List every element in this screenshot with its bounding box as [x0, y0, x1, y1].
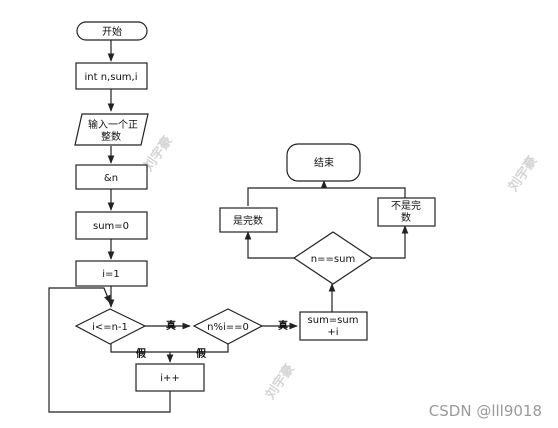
node-cond-perfect-label: n==sum [311, 254, 355, 265]
node-yes-perfect-label: 是完数 [233, 214, 263, 227]
credit-watermark: CSDN @lll9018 [429, 402, 542, 420]
node-cond-loop-label: i<=n-1 [92, 322, 128, 333]
watermark: 刘宇豪 [262, 361, 297, 402]
node-start [76, 21, 148, 41]
edge-loop-back [48, 287, 171, 413]
node-accumulate [299, 311, 368, 341]
node-init-sum [75, 211, 148, 240]
node-end-label: 结束 [314, 156, 334, 169]
node-cond-loop [74, 308, 147, 345]
node-cond-mod [192, 308, 264, 345]
edge-label-true: 真 [166, 319, 176, 332]
node-increment [135, 363, 205, 392]
node-end [286, 143, 361, 182]
node-read-label: &n [104, 173, 118, 184]
node-not-perfect-label: 数 [401, 211, 411, 224]
edge-false-merge [110, 344, 229, 353]
node-start-label: 开始 [102, 25, 122, 38]
edge-label-true: 真 [278, 319, 288, 332]
node-input-label: 输入一个正 [88, 118, 138, 131]
edge-check-no [372, 225, 409, 259]
node-accumulate-label: +i [327, 327, 338, 338]
node-cond-mod-label: n%i==0 [207, 322, 249, 333]
node-init-i [75, 260, 148, 287]
edge-check-yes [244, 231, 294, 259]
node-declare [75, 62, 148, 90]
node-declare-label: int n,sum,i [85, 72, 138, 83]
node-yes-perfect [219, 207, 278, 233]
node-not-perfect [377, 197, 436, 227]
node-accumulate-label: sum=sum [308, 315, 359, 326]
watermark: 刘宇豪 [505, 153, 540, 194]
node-init-i-label: i=1 [102, 269, 120, 280]
node-read [75, 164, 148, 190]
node-cond-perfect [292, 231, 374, 285]
node-input [74, 113, 149, 146]
node-increment-label: i++ [160, 373, 180, 384]
node-not-perfect-label: 不是完 [391, 199, 421, 212]
edge-label-false: 假 [136, 347, 147, 360]
node-input-label: 整数 [101, 130, 121, 143]
node-init-sum-label: sum=0 [93, 221, 129, 232]
edge-label-false: 假 [196, 347, 207, 360]
